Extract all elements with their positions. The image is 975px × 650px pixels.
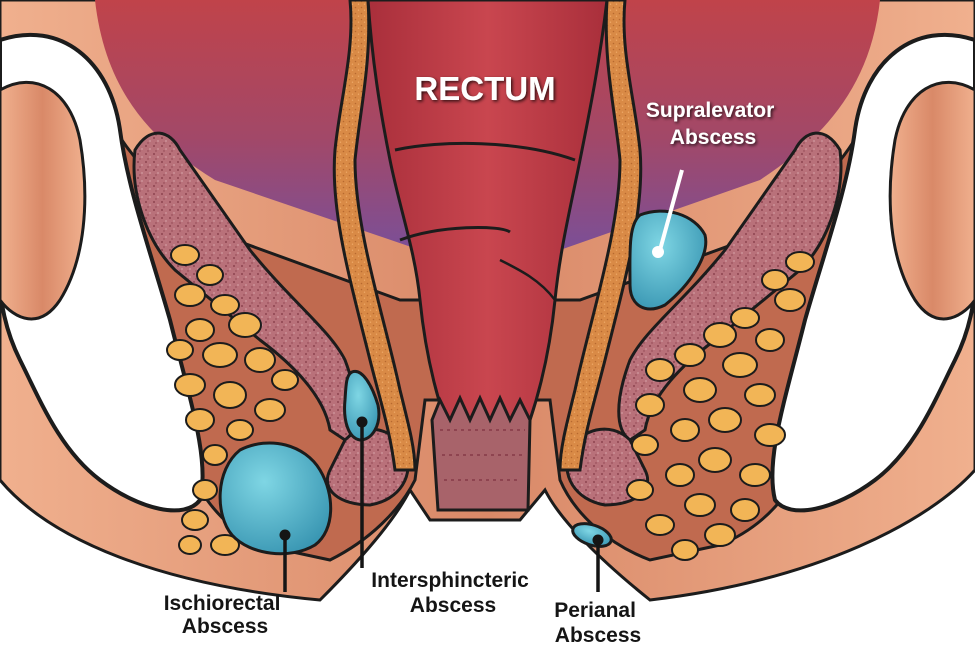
ischiorectal-label: Ischiorectal Abscess bbox=[164, 592, 287, 638]
rectal-fold-1 bbox=[394, 141, 576, 162]
supralevator-label: Supralevator Abscess bbox=[646, 99, 780, 149]
intersphincteric-label-line1: Intersphincteric bbox=[371, 569, 529, 592]
supralevator-abscess bbox=[628, 209, 708, 311]
perianal-label-line1: Perianal bbox=[554, 599, 636, 622]
perianal-label: Perianal Abscess bbox=[554, 599, 642, 647]
intersphincteric-label: Intersphincteric Abscess bbox=[371, 569, 534, 617]
anal-canal-texture bbox=[440, 429, 525, 481]
left-external-sphincter bbox=[326, 427, 410, 507]
ischiorectal-abscess bbox=[218, 441, 333, 556]
anal-canal bbox=[430, 394, 532, 512]
left-internal-sphincter bbox=[332, 0, 417, 472]
intersphincteric-label-line2: Abscess bbox=[410, 594, 496, 617]
left-bone-cut bbox=[0, 80, 87, 321]
intersphincteric-pointer-dot bbox=[356, 416, 368, 428]
supralevator-label-line1: Supralevator bbox=[646, 99, 774, 122]
intersphincteric-abscess bbox=[343, 369, 381, 442]
perianal-pointer-dot bbox=[592, 534, 604, 546]
right-fat-lobules bbox=[626, 251, 815, 561]
right-internal-sphincter bbox=[558, 0, 643, 472]
ischiorectal-pointer-dot bbox=[279, 529, 291, 541]
supralevator-label-line2: Abscess bbox=[670, 126, 756, 149]
supralevator-pointer bbox=[658, 169, 684, 251]
rectal-fold-2 bbox=[399, 226, 511, 242]
rectal-fold-3 bbox=[499, 258, 556, 301]
right-bone-cut bbox=[888, 80, 975, 321]
supralevator-pointer-dot bbox=[652, 246, 664, 258]
ischiorectal-label-line2: Abscess bbox=[182, 615, 268, 638]
ischiorectal-label-line1: Ischiorectal bbox=[164, 592, 281, 615]
rectum-label: RECTUM bbox=[414, 70, 555, 107]
perianal-label-line2: Abscess bbox=[555, 624, 641, 647]
left-fat-lobules bbox=[166, 244, 299, 556]
